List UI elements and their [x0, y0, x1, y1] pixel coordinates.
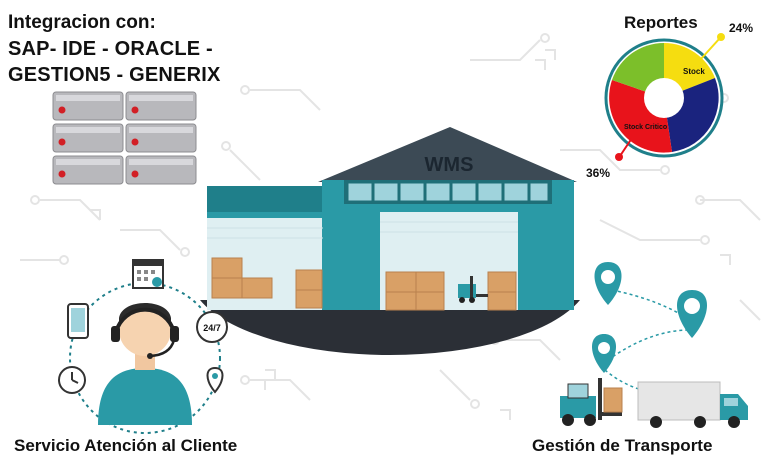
- badge-24-7: 24/7: [203, 323, 221, 333]
- location-pin-2-icon: [677, 290, 707, 338]
- smartphone-icon: [67, 303, 89, 339]
- reports-pct-bottom: 36%: [586, 166, 610, 180]
- transport-label: Gestión de Transporte: [532, 436, 712, 455]
- truck-icon: [637, 381, 748, 428]
- pie-label-critico: Stock Critico: [624, 124, 667, 131]
- reports-title: Reportes: [624, 13, 698, 32]
- integration-line-1: Integracion con:: [8, 12, 156, 33]
- integration-title: Integracion con: SAP- IDE - ORACLE - GES…: [8, 10, 221, 88]
- server-rack-icon: [52, 91, 197, 185]
- integration-line-2: SAP- IDE - ORACLE -: [8, 38, 213, 60]
- background-pattern: [20, 33, 761, 420]
- reports-pie-chart: Stock Stock Critico: [604, 33, 725, 161]
- warehouse-sign: WMS: [425, 154, 474, 176]
- warehouse-building: [200, 127, 580, 356]
- customer-service-icon: [69, 282, 221, 434]
- location-pin-small-icon: [206, 366, 224, 394]
- location-pin-1-icon: [594, 262, 622, 305]
- forklift-icon: [560, 378, 623, 426]
- location-pin-3-icon: [592, 334, 616, 373]
- reports-pct-top: 24%: [729, 21, 753, 35]
- integration-line-3: GESTION5 - GENERIX: [8, 64, 221, 86]
- service-label: Servicio Atención al Cliente: [14, 436, 237, 455]
- calendar-icon: [132, 259, 164, 289]
- support-24-7-icon: 24/7: [196, 311, 228, 343]
- pie-label-stock: Stock: [683, 67, 705, 76]
- clock-icon: [58, 366, 86, 394]
- transport-route: [604, 289, 701, 397]
